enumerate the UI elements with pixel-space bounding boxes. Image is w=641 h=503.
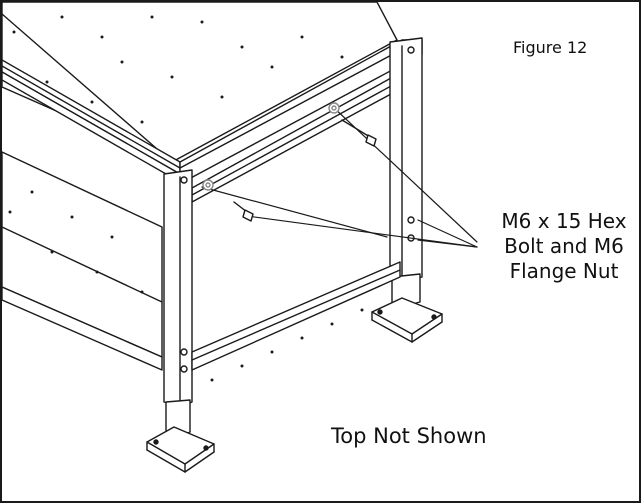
flange-nut-icon: [202, 102, 340, 191]
figure-title: Figure 12: [513, 38, 588, 57]
callout-line-2: Bolt and M6: [504, 234, 624, 258]
front-left-post: [146, 169, 215, 473]
hex-bolt-icon: [233, 119, 377, 222]
top-not-shown-note: Top Not Shown: [331, 424, 487, 448]
lower-shelf: [2, 151, 401, 371]
callout-line-3: Flange Nut: [509, 259, 619, 283]
perforation-dots: [8, 15, 364, 382]
post-holes: [180, 46, 415, 373]
callout-line-1: M6 x 15 Hex: [501, 209, 627, 233]
hardware-callout: M6 x 15 Hex Bolt and M6 Flange Nut: [484, 209, 639, 284]
